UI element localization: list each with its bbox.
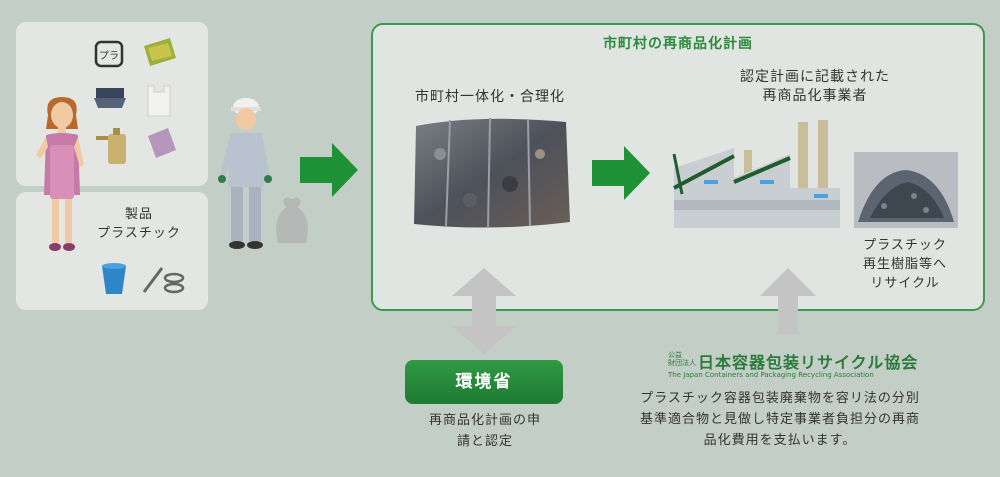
municipality-label: 市町村一体化・合理化 (415, 89, 565, 105)
product-plastic-label: 製品 プラスチック (97, 207, 181, 241)
garbage-bag-icon (276, 197, 308, 243)
recycler-label: 認定計画に記載された 再商品化事業者 (740, 69, 890, 104)
moe-description: 再商品化計画の申 請と認定 (428, 413, 541, 449)
pla-recycle-mark-icon: プラ (94, 40, 124, 68)
recycled-pellets-icon (854, 152, 958, 228)
moe-label: 環境省 (405, 360, 563, 404)
flow-arrow-to-recycler-icon (592, 146, 650, 200)
food-tray-icon (94, 88, 126, 108)
bucket-icon (102, 263, 126, 294)
detergent-bottle-icon (96, 128, 126, 164)
svg-text:プラ: プラ (99, 50, 119, 62)
plastic-bag-icon (147, 85, 171, 117)
jcpra-name: 日本容器包装リサイクル協会 (698, 353, 919, 372)
woman-consumer-icon (36, 97, 84, 251)
snack-bag-icon (144, 38, 176, 66)
up-arrow-jcpra-icon (760, 268, 816, 334)
plastic-bale-icon (414, 117, 570, 229)
output-label: プラスチック 再生樹脂等へ リサイクル (862, 238, 947, 291)
hanger-tools-icon (142, 267, 185, 294)
packaging-items-icon: プラ (94, 38, 176, 164)
plan-title: 市町村の再商品化計画 (603, 36, 753, 52)
collection-worker-icon (218, 98, 308, 249)
jcpra-english-name: The Japan Containers and Packaging Recyc… (668, 371, 874, 379)
double-arrow-moe-icon (452, 268, 516, 354)
flow-arrow-to-plan-icon (300, 143, 358, 197)
recycling-factory-icon (672, 120, 840, 228)
jcpra-description: プラスチック容器包装廃棄物を容リ法の分別 基準適合物と見做し特定事業者負担分の再… (639, 391, 920, 448)
jcpra-logo: 公益 財団法人 日本容器包装リサイクル協会 The Japan Containe… (668, 349, 918, 383)
cup-icon (148, 128, 176, 158)
jcpra-mark: 公益 財団法人 (668, 351, 696, 367)
